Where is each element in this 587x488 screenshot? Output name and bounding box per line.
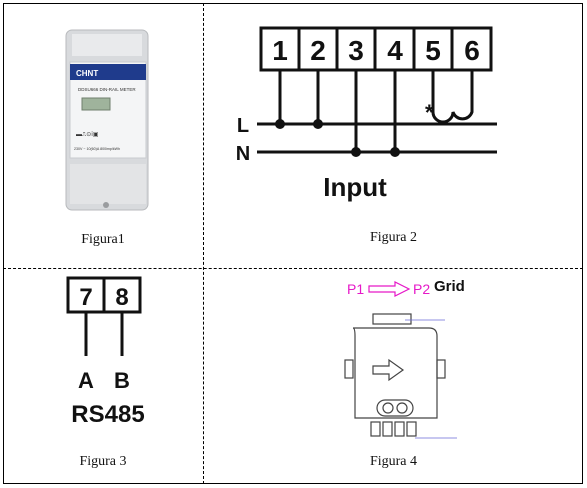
figure-2-cell: 1 2 3 4 5 6 * L N Input Figura 2 <box>205 4 582 267</box>
figure-2-caption: Figura 2 <box>369 230 418 245</box>
meter-model: DDSU666 DIN-RAIL METER <box>78 87 136 92</box>
figure-4-caption: Figura 4 <box>369 454 418 469</box>
ct-polarity-mark: * <box>425 100 434 125</box>
figure-table <box>3 3 583 484</box>
input-wiring-diagram: 1 2 3 4 5 6 * L N Input <box>236 26 497 202</box>
row-divider <box>3 268 583 269</box>
ct-diagram: P1 P2 Grid <box>344 278 465 439</box>
label-N: N <box>236 143 250 165</box>
ct-p1-label: P1 <box>347 281 364 297</box>
meter-brand-band <box>70 64 146 80</box>
label-L: L <box>237 115 249 137</box>
meter-icons: ▬⎍⊙ⅰ▣ <box>76 132 99 138</box>
terminal-1: 1 <box>272 35 288 66</box>
rs485-title: RS485 <box>71 401 144 428</box>
meter-image: CHNT DDSU666 DIN-RAIL METER ▬⎍⊙ⅰ▣ 230V ~… <box>65 29 149 211</box>
terminal-7: 7 <box>79 284 92 311</box>
ct-body <box>344 313 446 437</box>
terminal-3: 3 <box>348 35 364 66</box>
meter-lcd <box>81 97 111 111</box>
input-title: Input <box>323 172 387 202</box>
label-A: A <box>78 368 94 393</box>
figure-1-caption: Figura1 <box>81 232 125 247</box>
terminal-6: 6 <box>464 35 480 66</box>
figure-3-cell: 7 8 A B RS485 Figura 3 <box>4 270 202 483</box>
terminal-2: 2 <box>310 35 326 66</box>
label-B: B <box>114 368 130 393</box>
terminal-5: 5 <box>425 35 441 66</box>
figure-3-caption: Figura 3 <box>79 454 127 469</box>
terminal-4: 4 <box>387 35 403 66</box>
figure-4-cell: P1 P2 Grid Figura 4 <box>205 270 582 483</box>
meter-brand: CHNT <box>76 69 98 78</box>
ct-direction-arrow <box>368 281 411 297</box>
column-divider <box>203 3 204 484</box>
figure-1-cell: CHNT DDSU666 DIN-RAIL METER ▬⎍⊙ⅰ▣ 230V ~… <box>4 4 202 267</box>
meter-rating: 230V ~ 10(60)A 800imp/kWh <box>74 147 120 151</box>
ct-grid-label: Grid <box>434 278 465 295</box>
ct-loop <box>431 70 474 124</box>
rs485-diagram: 7 8 A B RS485 <box>66 276 145 428</box>
ct-p2-label: P2 <box>413 281 430 297</box>
terminal-8: 8 <box>115 284 128 311</box>
